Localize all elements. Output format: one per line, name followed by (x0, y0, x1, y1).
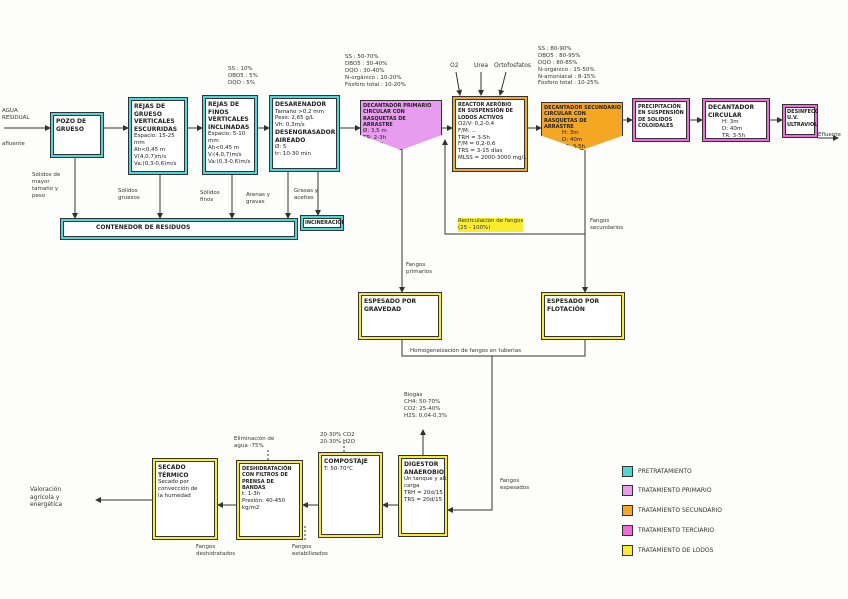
deshidratacion-params: t: 1-3h Presión: 40-450 kg/m2 (242, 491, 286, 511)
reactor-params: O2/V: 0,2-0,4 F/M: ... TRH = 3-5h F/M = … (458, 120, 527, 162)
secado-box: SECADO TÉRMICO Secado por convección de … (152, 458, 218, 540)
desengrasador-title: DESENGRASADOR AIREADO (275, 129, 336, 144)
valorizacion-label: Valoración agrícola y energética (30, 486, 63, 508)
desinfeccion-box: DESINFECCIÓN U.V. ultravioleta (782, 104, 818, 138)
rejas-finas-box: REJAS DE FINOS VERTICALES INCLINADAS Esp… (202, 95, 258, 175)
reactor-ortofosfatos: Ortofosfatos (494, 62, 532, 69)
desengrasador-params: Ø: 5 tr: 10-30 min (275, 144, 312, 157)
digestor-title: DIGESTOR ANAEROBIO (404, 461, 445, 476)
reactor-box: REACTOR AERÓBIO EN SUSPENSIÓN DE LODOS A… (452, 96, 528, 172)
legend-swatch-terciario (622, 525, 633, 536)
compostaje-title: COMPOSTAJE (324, 458, 368, 465)
decantador-secundario-box: DECANTADOR SECUNDARIO CIRCULAR CON RASQU… (541, 102, 623, 150)
digestor-biogas: Biogás CH4: 50-70% CO2: 25-40% H2S: 0,04… (404, 392, 447, 419)
espesado-gravedad-box: ESPESADO POR GRAVEDAD (358, 292, 442, 340)
digestor-params: Un tanque y alta carga TRH = 20d/15 TRS … (404, 476, 447, 503)
contenedor-box: CONTENEDOR DE RESIDUOS (60, 218, 298, 240)
fangos-estabilizados: Fangos estabilizados (292, 544, 328, 557)
effluent-label: Efluente (818, 132, 841, 138)
desinfeccion-title: DESINFECCIÓN U.V. ultravioleta (787, 109, 818, 128)
pozo-solids-label: Sólidos de mayor tamaño y peso (32, 172, 61, 199)
reactor-title: REACTOR AERÓBIO EN SUSPENSIÓN DE LODOS A… (458, 102, 514, 121)
rejas-finas-solids: Sólidos finos (200, 190, 220, 203)
rejas-finas-title: REJAS DE FINOS VERTICALES INCLINADAS (208, 101, 250, 131)
reactor-recirc: Recirculación de fangos (25 - 100%) (458, 218, 524, 232)
fangos-primarios: Fangos primarios (406, 262, 433, 275)
desarenador-title: DESARENADOR (275, 101, 327, 108)
legend-primario: TRATAMIENTO PRIMARIO (638, 487, 712, 494)
deshidratacion-title: DESHIDRATACIÓN CON FILTROS DE PRENSA DE … (242, 466, 292, 491)
sed-primario-ss: SS : 50-70% DBO5 : 30-40% DQO : 30-40% N… (345, 54, 406, 88)
raw-water-label: AGUA RESIDUAL (2, 108, 30, 121)
compostaje-top: 20-30% CO2 20-30% H2O (320, 432, 355, 445)
compostaje-params: T: 50-70°C (324, 465, 353, 472)
deshidratacion-box: DESHIDRATACIÓN CON FILTROS DE PRENSA DE … (236, 460, 303, 540)
desarenador-box: DESARENADOR Tamaño >0,2 mm Peso: 2,65 g/… (269, 95, 340, 172)
legend-secundario: TRATAMIENTO SECUNDARIO (638, 507, 723, 514)
desarenador-solids: Arenas y gravas (246, 192, 271, 205)
dec-sec-fangos: Fangos secundarios (590, 218, 624, 231)
legend-swatch-secundario (622, 505, 633, 516)
rejas-finas-params: Espacio: 5-10 mm Ah<0,45 m V:(4,0,7)m/s … (208, 131, 251, 165)
sed-primario-title: DECANTADOR PRIMARIO CIRCULAR CON RASQUET… (363, 103, 432, 128)
fangos-espesados: Fangos espesados (500, 478, 530, 491)
espesado-flotacion-box: ESPESADO POR FLOTACIÓN (541, 292, 625, 340)
rejas-gruesas-box: REJAS DE GRUESO VERTICALES ESCURRIDAS Es… (128, 97, 188, 175)
rejas-gruesas-solids: Sólidos gruesos (118, 188, 140, 201)
incineracion-box: INCINERACIÓN (300, 215, 344, 231)
pozo-title: POZO DE GRUESO (56, 118, 87, 133)
desarenador-fats: Grasas y aceites (294, 188, 318, 201)
pozo-grueso-box: POZO DE GRUESO (50, 112, 104, 158)
contenedor-title: CONTENEDOR DE RESIDUOS (96, 224, 191, 231)
fangos-deshidratados: Fangos deshidratados (196, 544, 236, 557)
homog-label: Homogeneización de fangos en tuberías (410, 348, 521, 355)
decantador-circular-box: DECANTADOR CIRCULAR H: 3m D: 40m TR: 3-5… (702, 98, 770, 142)
legend-swatch-lodos (622, 545, 633, 556)
deshidratacion-top: Eliminación de agua -75% (234, 436, 275, 449)
compostaje-box: COMPOSTAJE T: 50-70°C (318, 452, 383, 538)
dec-circular-params: H: 3m D: 40m TR: 3-5h (722, 119, 746, 139)
reactor-urea: Urea (474, 62, 489, 69)
incineracion-title: INCINERACIÓN (305, 220, 344, 226)
rejas-gruesas-params: Espacio: 15-25 mm Ah<0,45 m V(4,0,7)m/s … (134, 133, 177, 167)
digestor-box: DIGESTOR ANAEROBIO Un tanque y alta carg… (398, 455, 448, 537)
secado-title: SECADO TÉRMICO (158, 464, 189, 479)
legend-swatch-primario (622, 485, 633, 496)
secado-params: Secado por convección de la humedad (158, 479, 198, 499)
precipitacion-box: PRECIPITACIÓN EN SUSPENSIÓN DE SOLIDOS C… (632, 98, 690, 142)
legend-swatch-pretratamiento (622, 466, 633, 477)
legend-terciario: TRATAMIENTO TERCIARIO (638, 527, 715, 534)
espesado-flot-title: ESPESADO POR FLOTACIÓN (547, 298, 600, 313)
precipitacion-title: PRECIPITACIÓN EN SUSPENSIÓN DE SOLIDOS C… (638, 104, 684, 129)
affluent-label: afluente (2, 141, 25, 147)
dec-circular-title: DECANTADOR CIRCULAR (708, 104, 755, 119)
espesado-grav-title: ESPESADO POR GRAVEDAD (364, 298, 417, 313)
rejas-finas-ss: SS : 10% DBO5 : 5% DQO : 5% (228, 66, 258, 86)
rejas-gruesas-title: REJAS DE GRUESO VERTICALES ESCURRIDAS (134, 103, 178, 133)
desarenador-params: Tamaño >0,2 mm Peso: 2,65 g/L Vh: 0,3m/s (275, 108, 324, 129)
reactor-o2: O2 (450, 62, 459, 69)
legend-pretratamiento: PRETRATAMIENTO (638, 468, 692, 475)
dec-sec-title: DECANTADOR SECUNDARIO CIRCULAR CON RASQU… (544, 105, 622, 130)
dec-sec-ss: SS : 80-90% DBO5 : 80-95% DQO : 80-85% N… (538, 46, 599, 87)
legend-lodos: TRATAMIENTO DE LODOS (638, 547, 714, 554)
